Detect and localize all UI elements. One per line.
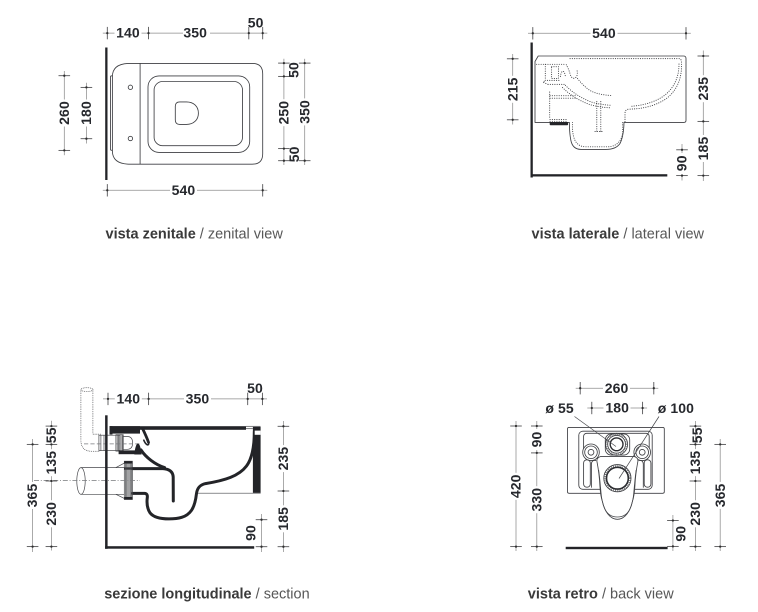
svg-text:330: 330 <box>528 488 544 512</box>
svg-text:350: 350 <box>296 100 312 124</box>
svg-text:540: 540 <box>592 25 616 41</box>
svg-text:350: 350 <box>186 391 210 407</box>
svg-text:235: 235 <box>695 77 711 101</box>
svg-text:235: 235 <box>275 447 291 471</box>
svg-text:230: 230 <box>687 502 703 526</box>
svg-text:185: 185 <box>275 507 291 531</box>
svg-text:vista laterale / lateral view: vista laterale / lateral view <box>532 227 705 243</box>
svg-text:365: 365 <box>24 484 40 508</box>
svg-text:90: 90 <box>242 525 258 541</box>
svg-text:vista zenitale / zenital view: vista zenitale / zenital view <box>106 227 284 243</box>
svg-text:sezione longitudinale / sectio: sezione longitudinale / section <box>104 587 309 603</box>
svg-text:180: 180 <box>605 400 629 416</box>
svg-text:50: 50 <box>247 380 263 396</box>
svg-text:50: 50 <box>286 146 302 162</box>
svg-text:135: 135 <box>43 451 59 475</box>
svg-text:90: 90 <box>672 526 688 542</box>
svg-text:180: 180 <box>78 101 94 125</box>
svg-text:350: 350 <box>183 25 207 41</box>
svg-text:260: 260 <box>605 380 629 396</box>
svg-text:50: 50 <box>248 14 264 30</box>
svg-text:140: 140 <box>116 391 140 407</box>
svg-text:260: 260 <box>56 101 72 125</box>
svg-text:50: 50 <box>286 62 302 78</box>
svg-text:420: 420 <box>508 474 524 498</box>
svg-text:55: 55 <box>689 427 705 443</box>
svg-text:540: 540 <box>172 182 196 198</box>
svg-text:ø 55: ø 55 <box>545 400 574 416</box>
svg-text:215: 215 <box>504 77 520 101</box>
svg-text:135: 135 <box>687 451 703 475</box>
svg-text:vista retro / back view: vista retro / back view <box>528 587 674 603</box>
svg-text:90: 90 <box>674 155 690 171</box>
svg-text:55: 55 <box>43 427 59 443</box>
svg-text:185: 185 <box>695 137 711 161</box>
svg-text:250: 250 <box>276 101 292 125</box>
svg-text:230: 230 <box>43 502 59 526</box>
svg-text:365: 365 <box>712 483 728 507</box>
svg-text:140: 140 <box>116 25 140 41</box>
svg-text:90: 90 <box>528 432 544 448</box>
svg-text:ø 100: ø 100 <box>658 400 694 416</box>
